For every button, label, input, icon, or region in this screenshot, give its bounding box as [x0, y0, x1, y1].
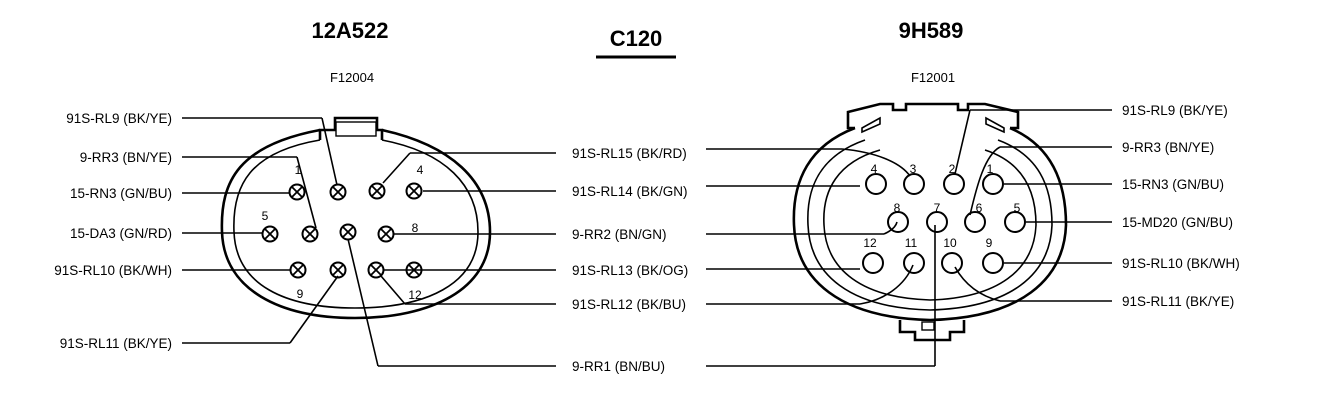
right-connector-body	[792, 102, 1068, 342]
right-label-91s-rl11: 91S-RL11 (BK/YE)	[1122, 294, 1234, 309]
right-label-91s-rl10: 91S-RL10 (BK/WH)	[1122, 256, 1240, 271]
left-pin-number-8: 8	[412, 221, 419, 235]
right-label-15-rn3: 15-RN3 (GN/BU)	[1122, 177, 1224, 192]
right-pin-cavity-5	[1004, 211, 1026, 233]
left-label-15-da3: 15-DA3 (GN/RD)	[70, 226, 172, 241]
right-pin-number-12: 12	[863, 236, 877, 250]
left-pin-cavity-5	[261, 225, 279, 243]
right-pin-number-4: 4	[871, 162, 878, 176]
left-pin-number-1: 1	[295, 163, 302, 177]
right-pin-cavity-7	[926, 211, 948, 233]
left-pin-cavity-1	[288, 183, 306, 201]
left-connector-title: 12A522	[311, 18, 388, 43]
right-pin-cavity-4	[865, 173, 887, 195]
left-pin-number-9: 9	[297, 287, 304, 301]
right-part-number: F12001	[911, 70, 955, 85]
right-pin-number-2: 2	[949, 162, 956, 176]
left-label-91s-rl11: 91S-RL11 (BK/YE)	[60, 336, 172, 351]
right-connector-title: 9H589	[899, 18, 964, 43]
center-label-9-rr1: 9-RR1 (BN/BU)	[572, 359, 665, 374]
left-label-9-rr3: 9-RR3 (BN/YE)	[80, 150, 172, 165]
right-pin-number-7: 7	[934, 201, 941, 215]
left-pin-cavity-6	[301, 225, 319, 243]
right-pin-number-1: 1	[987, 162, 994, 176]
left-label-91s-rl9: 91S-RL9 (BK/YE)	[66, 111, 172, 126]
right-pin-cavity-11	[903, 252, 925, 274]
center-label-91s-rl13: 91S-RL13 (BK/OG)	[572, 263, 688, 278]
right-pin-cavity-10	[941, 252, 963, 274]
left-pin-cavity-3	[368, 182, 386, 200]
left-pin-cavity-2	[329, 183, 347, 201]
left-pin-cavity-11	[367, 261, 385, 279]
right-pin-cavity-2	[943, 173, 965, 195]
left-connector-pins	[261, 182, 423, 279]
right-pin-cavity-9	[982, 252, 1004, 274]
right-pin-cavity-12	[862, 252, 884, 274]
right-label-9-rr3: 9-RR3 (BN/YE)	[1122, 140, 1214, 155]
right-pin-cavity-1	[982, 173, 1004, 195]
center-label-91s-rl15: 91S-RL15 (BK/RD)	[572, 146, 687, 161]
right-pin-cavity-8	[887, 211, 909, 233]
right-pin-number-5: 5	[1014, 201, 1021, 215]
right-pin-number-3: 3	[910, 162, 917, 176]
right-pin-number-8: 8	[894, 201, 901, 215]
right-label-91s-rl9: 91S-RL9 (BK/YE)	[1122, 103, 1228, 118]
right-pin-cavity-3	[903, 173, 925, 195]
center-label-91s-rl12: 91S-RL12 (BK/BU)	[572, 297, 686, 312]
right-pin-number-9: 9	[986, 236, 993, 250]
left-label-15-rn3: 15-RN3 (GN/BU)	[70, 186, 172, 201]
right-connector-pins	[862, 173, 1026, 274]
center-label-91s-rl14: 91S-RL14 (BK/GN)	[572, 184, 688, 199]
left-pin-cavity-10	[329, 261, 347, 279]
left-pin-cavity-4	[405, 182, 423, 200]
right-connector-leaders	[706, 109, 1112, 367]
left-pin-cavity-9	[289, 261, 307, 279]
left-pin-number-5: 5	[262, 209, 269, 223]
center-title: C120	[610, 26, 663, 51]
left-connector-leaders	[182, 117, 556, 367]
right-pin-number-11: 11	[905, 236, 918, 250]
left-pin-number-12: 12	[408, 288, 422, 302]
right-pin-cavity-6	[964, 211, 986, 233]
left-pin-cavity-7	[339, 223, 357, 241]
left-pin-cavity-8	[377, 225, 395, 243]
left-label-91s-rl10: 91S-RL10 (BK/WH)	[54, 263, 172, 278]
right-pin-number-10: 10	[943, 236, 957, 250]
right-pin-number-6: 6	[976, 201, 983, 215]
left-part-number: F12004	[330, 70, 374, 85]
left-pin-number-4: 4	[417, 163, 424, 177]
right-label-15-md20: 15-MD20 (GN/BU)	[1122, 215, 1233, 230]
center-label-9-rr2: 9-RR2 (BN/GN)	[572, 227, 667, 242]
